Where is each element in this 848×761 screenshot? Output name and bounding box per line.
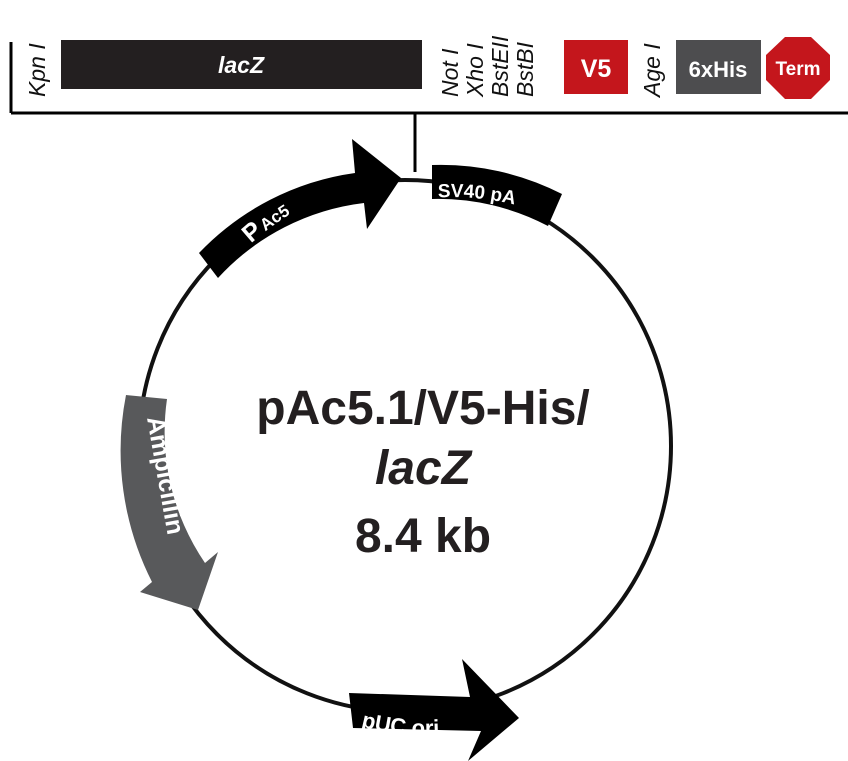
plasmid-size: 8.4 kb: [355, 510, 491, 563]
pac5-promoter-arrow: [199, 139, 401, 278]
v5-tag-box: [564, 40, 628, 94]
lacz-insert-label: lacZ: [218, 52, 265, 78]
site-bstbi: BstBI: [512, 41, 538, 97]
ampicillin-arrow: [120, 395, 218, 610]
v5-tag-label: V5: [581, 55, 612, 83]
site-xho-i: Xho I: [462, 43, 488, 98]
site-kpn-i: Kpn I: [24, 43, 50, 97]
site-bsteii: BstEII: [487, 35, 513, 97]
stop-octagon-icon: [766, 37, 830, 99]
site-age-i: Age I: [639, 43, 665, 99]
plasmid-name-line2: lacZ: [375, 442, 473, 495]
plasmid-name-line1: pAc5.1/V5-His/: [256, 382, 589, 435]
sv40-pa-block: [432, 164, 562, 226]
puc-ori-arrow: [349, 659, 519, 761]
his-tag-label: 6xHis: [689, 57, 748, 82]
term-label: Term: [775, 59, 820, 80]
site-not-i: Not I: [437, 48, 463, 97]
lacz-insert-bar: [61, 40, 422, 89]
his-tag-box: [676, 40, 761, 94]
